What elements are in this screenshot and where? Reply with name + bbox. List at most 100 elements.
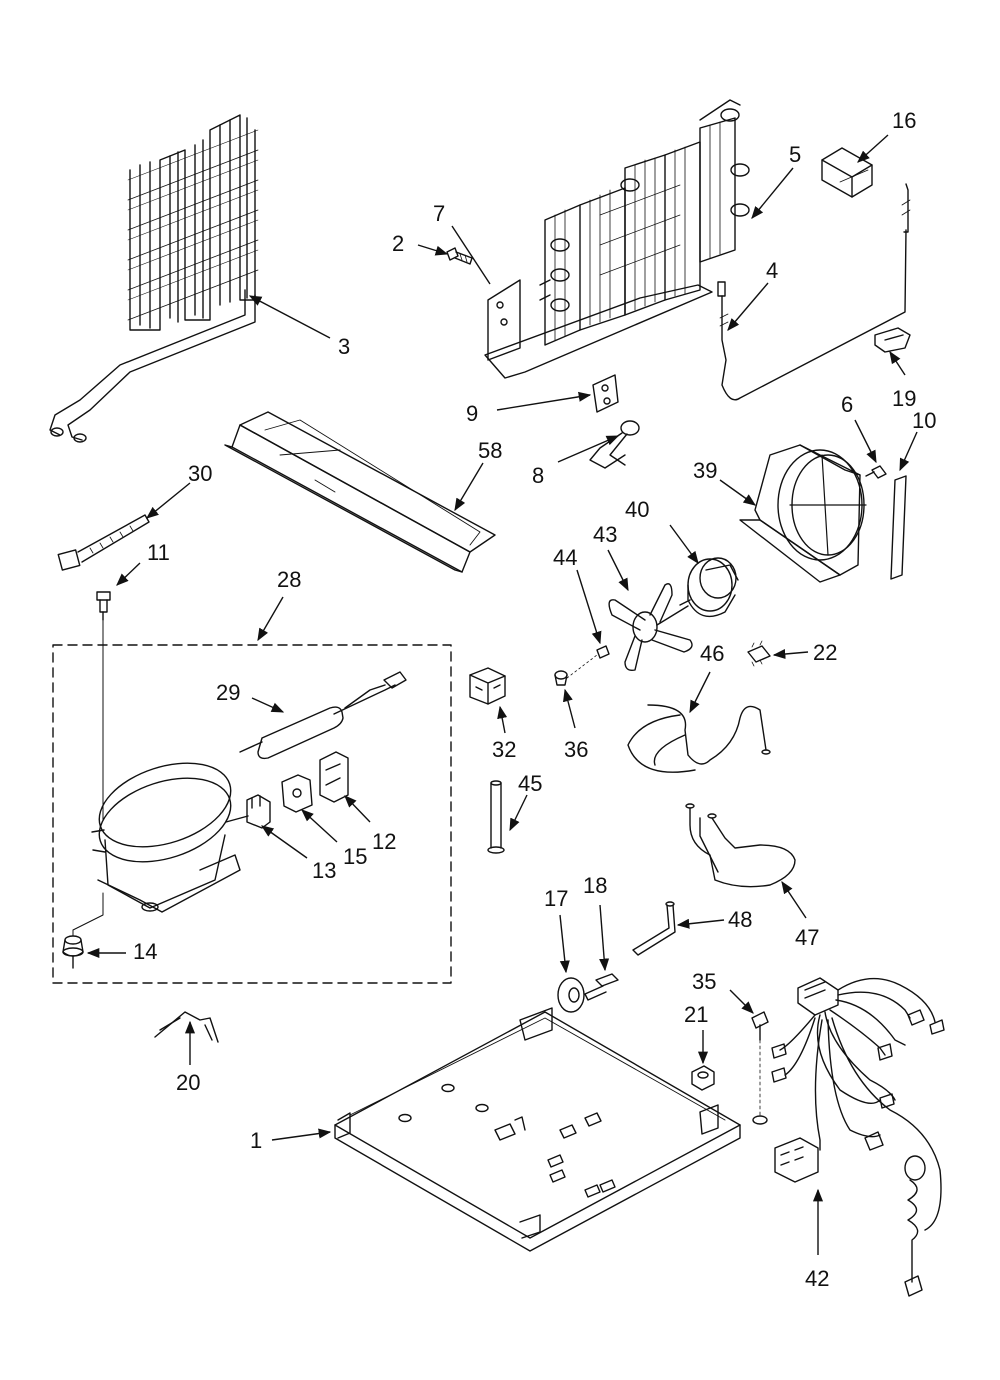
clip-19 [875, 328, 910, 352]
callout-32: 32 [492, 737, 516, 762]
callout-13: 13 [312, 858, 336, 883]
tube-46 [628, 705, 770, 772]
leader-8 [557, 435, 620, 463]
callout-19: 19 [892, 386, 916, 411]
callout-10: 10 [912, 408, 936, 433]
callout-12: 12 [372, 829, 396, 854]
leader-44 [576, 569, 602, 645]
drain-pan [225, 412, 495, 572]
leader-45 [509, 794, 528, 832]
defrost-thermostat-wire [718, 184, 910, 400]
filter-drier [240, 672, 406, 758]
axle-18 [585, 974, 618, 1000]
leader-9 [496, 391, 592, 411]
callout-17: 17 [544, 886, 568, 911]
evaporator-assembly [485, 100, 749, 378]
leader-lines [86, 134, 918, 1255]
cable-tie [58, 515, 149, 570]
callout-1: 1 [250, 1128, 262, 1153]
leader-18 [599, 904, 610, 972]
leader-47 [781, 880, 807, 919]
fan-shroud [740, 445, 866, 582]
callout-46: 46 [700, 641, 724, 666]
screw-36 [555, 655, 597, 685]
callout-18: 18 [583, 873, 607, 898]
washer-44 [597, 646, 609, 658]
grommet [63, 893, 103, 968]
wire-bracket-20 [155, 1012, 218, 1042]
leader-5 [751, 167, 794, 219]
leader-6 [854, 419, 877, 464]
tube-47 [686, 804, 795, 887]
leader-58 [454, 462, 484, 512]
bracket-12 [320, 752, 348, 802]
callout-39: 39 [693, 458, 717, 483]
leader-4 [727, 282, 769, 331]
screw-6 [866, 466, 886, 478]
callout-44: 44 [553, 545, 577, 570]
leader-1 [271, 1128, 332, 1141]
callout-40: 40 [625, 497, 649, 522]
tube-48 [633, 902, 675, 955]
leader-39 [719, 479, 757, 506]
callout-36: 36 [564, 737, 588, 762]
callout-58: 58 [478, 438, 502, 463]
callout-3: 3 [338, 334, 350, 359]
callout-20: 20 [176, 1070, 200, 1095]
relay-32 [470, 668, 505, 704]
callout-29: 29 [216, 680, 240, 705]
callout-45: 45 [518, 771, 542, 796]
leader-2 [417, 244, 449, 256]
leader-28 [257, 596, 284, 642]
leader-11 [116, 562, 141, 586]
leader-43 [607, 549, 629, 592]
callout-21: 21 [684, 1002, 708, 1027]
leader-16 [857, 134, 889, 163]
callout-48: 48 [728, 907, 752, 932]
base-plate [335, 1008, 740, 1251]
leader-15 [301, 809, 338, 843]
leader-48 [676, 918, 725, 929]
callout-14: 14 [133, 939, 157, 964]
compressor [89, 748, 248, 912]
leader-17 [559, 914, 570, 974]
pin-45 [488, 781, 504, 853]
cover-16 [822, 148, 872, 197]
callout-28: 28 [277, 567, 301, 592]
callout-labels: 1 2 3 4 5 6 7 8 9 10 11 12 13 14 15 16 1… [133, 108, 936, 1291]
callout-42: 42 [805, 1266, 829, 1291]
callout-16: 16 [892, 108, 916, 133]
clip-22 [748, 641, 770, 666]
callout-43: 43 [593, 522, 617, 547]
leader-22 [772, 648, 809, 660]
callout-30: 30 [188, 461, 212, 486]
leader-10 [899, 431, 918, 472]
callout-15: 15 [343, 844, 367, 869]
start-relay-15 [282, 775, 312, 812]
leader-35 [729, 989, 754, 1014]
leader-46 [689, 671, 711, 714]
gasket-10 [891, 476, 906, 579]
callout-4: 4 [766, 258, 778, 283]
leader-30 [146, 482, 191, 519]
callout-6: 6 [841, 392, 853, 417]
condenser-coil [50, 115, 258, 442]
callout-5: 5 [789, 142, 801, 167]
callout-47: 47 [795, 925, 819, 950]
nut-21 [692, 1066, 714, 1090]
callout-7: 7 [433, 201, 445, 226]
leader-13 [260, 825, 308, 859]
compressor-kit-box [52, 644, 452, 984]
leader-40 [669, 524, 699, 565]
leader-29 [251, 697, 285, 713]
leader-32 [497, 705, 508, 734]
callout-2: 2 [392, 231, 404, 256]
callout-22: 22 [813, 640, 837, 665]
leader-19 [889, 350, 906, 376]
leader-7 [451, 225, 491, 285]
leader-3 [248, 295, 331, 339]
screw-2 [447, 248, 472, 264]
clip-9 [593, 375, 618, 412]
callout-11: 11 [147, 540, 170, 565]
